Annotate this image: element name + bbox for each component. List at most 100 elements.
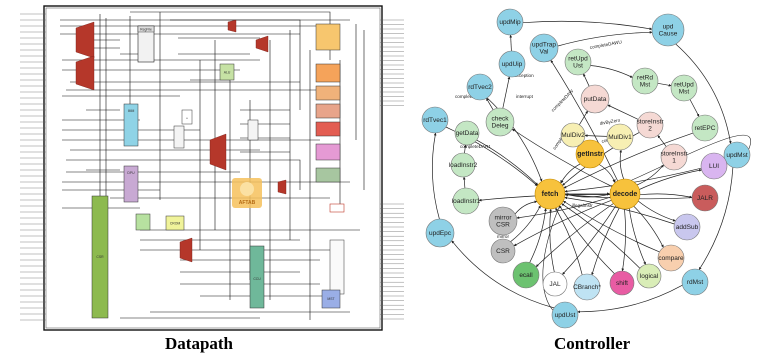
edge-label: completeDAWU <box>589 39 622 50</box>
aftab-logo: AFTAB <box>232 178 262 208</box>
ccu-block <box>249 245 265 309</box>
mux-1 <box>75 21 95 59</box>
state-node-rdTvec1: rdTvec1 <box>421 106 449 134</box>
state-node-label: addSub <box>676 224 699 231</box>
state-node-rdTvec2: rdTvec2 <box>466 73 494 101</box>
state-node-label: MulDiv1 <box>608 134 632 141</box>
state-node-updUip: updUip <box>498 50 526 78</box>
controller-diagram: completeDAWUcompleteDARcompleteDAR1compl… <box>421 8 752 329</box>
transition-edge <box>583 73 590 87</box>
transition-edge <box>637 200 676 222</box>
state-node-jal: JAL <box>542 271 568 297</box>
state-node-label: getInstr <box>577 151 603 158</box>
state-node-label: logical <box>640 273 659 280</box>
datapath-diagram: RegFile IMM DPU ALU + <box>20 5 404 331</box>
transition-edge <box>562 205 617 275</box>
transition-edge <box>639 193 693 199</box>
transition-edge <box>590 65 633 78</box>
state-node-jalr: JALR <box>691 184 719 212</box>
transition-edge <box>522 20 653 31</box>
small-reg-block <box>247 119 259 141</box>
regfile-label: RegFile <box>140 28 152 32</box>
state-node-fetch: fetch <box>534 178 566 210</box>
crom-block <box>135 213 151 231</box>
state-node-putData: putData <box>580 84 610 114</box>
output-register <box>329 203 345 213</box>
transition-edge <box>511 128 613 187</box>
state-node-logical: logical <box>636 263 662 289</box>
transition-edge <box>609 134 752 191</box>
transition-edge <box>451 240 555 309</box>
state-node-updMip: updMip <box>496 8 524 36</box>
state-node-lui: LUI <box>700 152 728 180</box>
transition-edge <box>657 135 667 147</box>
state-node-label: loadInstr2 <box>449 162 478 169</box>
transition-edge <box>560 163 581 184</box>
state-node-label: retEPC <box>695 125 716 132</box>
transition-edge <box>550 59 619 182</box>
transition-edge <box>577 284 683 314</box>
state-node-label: loadInstr1 <box>452 198 481 205</box>
transition-edge <box>557 30 653 47</box>
transition-edge <box>599 164 616 184</box>
transition-edge <box>591 207 620 276</box>
transition-edge <box>639 168 702 190</box>
svg-text:AFTAB: AFTAB <box>239 200 256 206</box>
state-node-label: CSR <box>496 248 510 255</box>
transition-edge <box>462 176 466 189</box>
alu-label: ALU <box>224 71 231 75</box>
imm-block <box>123 103 139 147</box>
transition-edge <box>628 208 646 265</box>
transition-edge <box>559 205 615 274</box>
edge-label: divByZero <box>599 117 621 126</box>
transition-edge <box>549 208 555 273</box>
state-node-label: decode <box>613 191 638 198</box>
state-node-label: rdMst <box>687 279 703 286</box>
comp-block <box>173 125 185 149</box>
state-node-shift: shift <box>609 270 635 296</box>
transition-edge <box>636 164 664 186</box>
left-pin-list <box>20 13 46 321</box>
crom-yellow-block <box>165 215 185 231</box>
edge-label: illegalInstr <box>572 203 593 208</box>
edge-label: interrupt <box>516 94 534 99</box>
state-node-retEPC: retEPC <box>691 114 719 142</box>
state-node-label: fetch <box>542 191 559 198</box>
state-node-rdMst: rdMst <box>681 268 709 296</box>
edge-label: exception <box>514 73 534 78</box>
edge-label: mirror <box>497 234 509 239</box>
transition-edge <box>561 203 641 269</box>
state-node-label: updMip <box>499 19 521 26</box>
mux-group <box>75 19 287 263</box>
transition-edge <box>510 205 541 242</box>
adder-label: + <box>186 117 188 121</box>
state-node-label: MulDiv2 <box>561 132 585 139</box>
state-node-label: compare <box>658 255 684 262</box>
mux-5 <box>179 237 193 263</box>
state-node-label: getData <box>456 130 479 137</box>
state-node-label: updEpc <box>429 230 452 237</box>
csr-label: CSR <box>96 255 104 259</box>
state-node-decode: decode <box>609 178 641 210</box>
transition-edge <box>486 97 543 182</box>
transition-edge <box>555 207 583 275</box>
edge-label: completeDAW <box>550 88 575 113</box>
edge-label: completeDAR1 <box>460 144 491 149</box>
ccu-label: CCU <box>253 277 261 281</box>
transition-edge <box>633 205 664 248</box>
state-node-label: ecall <box>519 272 533 279</box>
register-stack <box>315 23 341 183</box>
